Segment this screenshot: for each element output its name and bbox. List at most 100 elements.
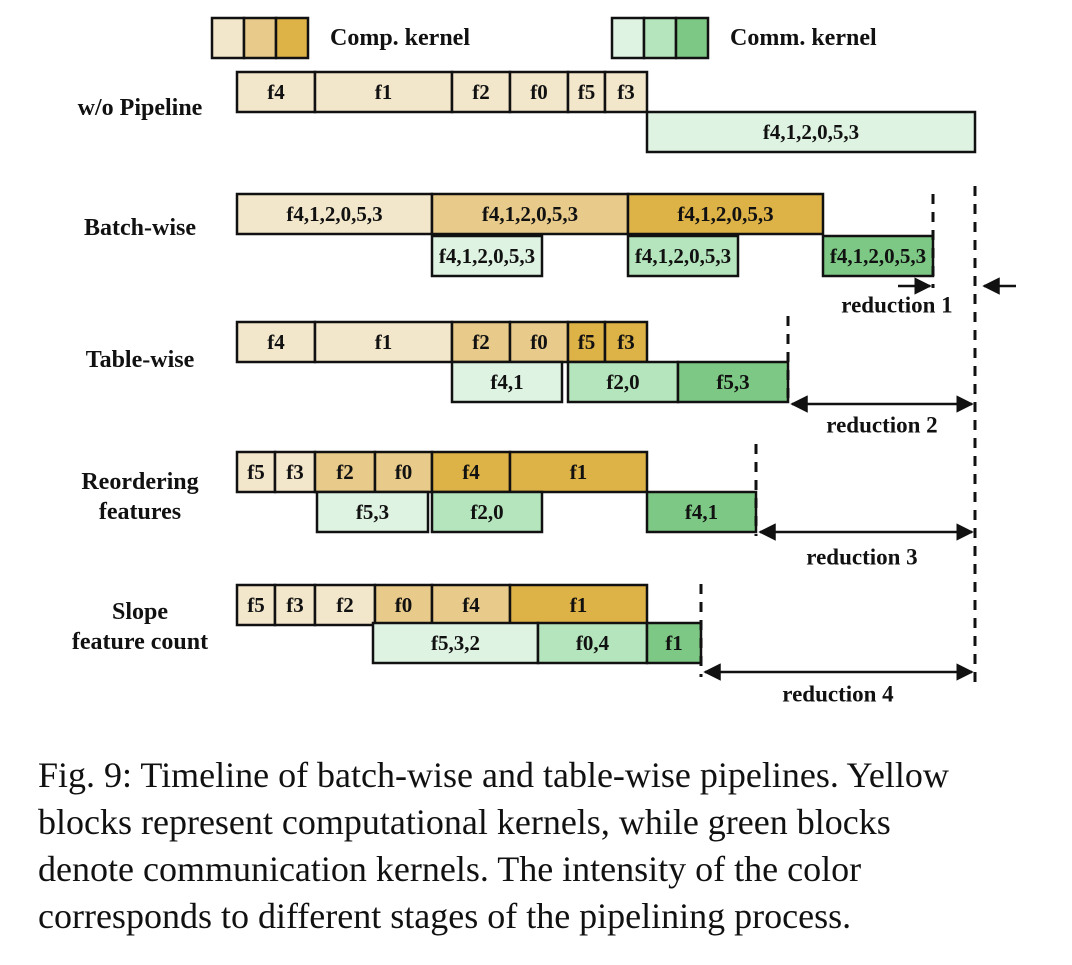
- comp-kernel-label: f3: [617, 330, 635, 354]
- comm-kernel-block: [430, 490, 544, 534]
- reduction-label: reduction 4: [782, 682, 894, 707]
- comp-kernel-label: f0: [395, 593, 413, 617]
- comp-kernel-block: [430, 192, 630, 236]
- reduction-label: reduction 1: [841, 293, 952, 318]
- comm-kernel-block: [645, 490, 758, 534]
- row-slope-feature-count: Slope feature count f5 f3 f2 f0 f4 f1 f5,3,2 f0,4…: [72, 583, 703, 665]
- comp-kernel-label: f2: [472, 330, 490, 354]
- comp-kernel-label: f0: [395, 460, 413, 484]
- comm-kernel-block: [371, 621, 540, 665]
- comm-kernel-label: f4,1: [685, 500, 718, 524]
- comm-kernel-label: f4,1,2,0,5,3: [635, 244, 731, 268]
- comp-kernel-block: [313, 583, 377, 627]
- comp-kernel-block: [450, 320, 512, 364]
- row-batch-wise: Batch-wise f4,1,2,0,5,3 f4,1,2,0,5,3 f4,1,2…: [84, 192, 935, 278]
- row-label: Slope: [112, 599, 168, 625]
- caption-line: corresponds to different stages of the p…: [38, 896, 852, 936]
- row-label: Table-wise: [86, 347, 195, 373]
- comm-kernel-block: [626, 234, 740, 278]
- comm-kernel-label: f5,3: [356, 500, 389, 524]
- comp-kernel-block: [430, 583, 512, 627]
- comm-kernel-label: f0,4: [576, 631, 610, 655]
- comm-kernel-block: [315, 490, 430, 534]
- comp-kernel-block: [626, 192, 825, 236]
- comp-kernel-label: f1: [570, 460, 588, 484]
- comp-kernel-label: f4: [462, 593, 480, 617]
- comm-legend-swatch: [642, 16, 678, 60]
- comp-kernel-label: f4,1,2,0,5,3: [286, 202, 382, 226]
- comm-kernel-block: [821, 234, 935, 278]
- row-label: Reordering: [81, 469, 198, 495]
- comp-kernel-label: f1: [570, 593, 588, 617]
- comm-kernel-label: f4,1,2,0,5,3: [439, 244, 535, 268]
- comp-kernel-label: f1: [375, 330, 393, 354]
- comp-legend-swatch: [242, 16, 278, 60]
- comp-kernel-label: f4: [267, 80, 285, 104]
- comp-kernel-label: f3: [286, 460, 304, 484]
- comp-kernel-label: f5: [247, 460, 265, 484]
- comp-kernel-label: f5: [578, 80, 596, 104]
- reduction-label: reduction 2: [826, 413, 937, 438]
- comp-kernel-label: f2: [336, 460, 354, 484]
- comp-kernel-block: [508, 320, 570, 364]
- comp-kernel-block: [450, 70, 512, 114]
- comp-kernel-block: [508, 450, 649, 494]
- comp-kernel-block: [235, 70, 317, 114]
- row-label: features: [99, 499, 181, 525]
- comp-kernel-label: f5: [578, 330, 596, 354]
- comp-kernel-block: [566, 70, 607, 114]
- comm-kernel-label: f4,1: [490, 370, 523, 394]
- caption-line: denote communication kernels. The intens…: [38, 849, 862, 889]
- comm-kernel-label: f5,3,2: [431, 631, 480, 655]
- reduction-markers: reduction 1 reduction 2 reduction 3 reducti…: [699, 186, 1016, 707]
- comp-kernel-label: f4: [462, 460, 480, 484]
- caption-line: blocks represent computational kernels, …: [38, 802, 891, 842]
- comm-kernel-block: [450, 360, 564, 404]
- comp-kernel-block: [235, 450, 277, 494]
- comp-kernel-label: f0: [530, 80, 548, 104]
- comm-kernel-label: f1: [665, 631, 683, 655]
- comp-kernel-label: f3: [617, 80, 635, 104]
- comp-kernel-label: f5: [247, 593, 265, 617]
- row-table-wise: Table-wise f4 f1 f2 f0 f5 f3 f4,1 f2,0 f5,3: [86, 320, 790, 404]
- comp-kernel-label: f4,1,2,0,5,3: [677, 202, 773, 226]
- comp-kernel-label: f3: [286, 593, 304, 617]
- comm-kernel-block: [676, 360, 790, 404]
- comm-kernel-block: [430, 234, 544, 278]
- comp-kernel-label: f2: [336, 593, 354, 617]
- comp-kernel-label: f1: [375, 80, 393, 104]
- comm-kernel-label: f2,0: [606, 370, 639, 394]
- comp-kernel-label: f4,1,2,0,5,3: [482, 202, 578, 226]
- comp-kernel-block: [603, 320, 649, 364]
- reduction-label: reduction 3: [806, 545, 917, 570]
- comp-kernel-label: f4: [267, 330, 285, 354]
- comp-kernel-block: [430, 450, 512, 494]
- comp-kernel-block: [235, 320, 317, 364]
- row-label: Batch-wise: [84, 215, 196, 241]
- comp-kernel-block: [603, 70, 649, 114]
- comp-legend-swatch: [274, 16, 310, 60]
- comp-kernel-label: f2: [472, 80, 490, 104]
- comm-kernel-label: f4,1,2,0,5,3: [763, 120, 859, 144]
- figure-caption: Fig. 9: Timeline of batch-wise and table…: [38, 752, 1042, 940]
- comp-kernel-block: [508, 583, 649, 627]
- comm-kernel-label: f5,3: [716, 370, 749, 394]
- comp-legend-swatch: [210, 16, 246, 60]
- caption-line: Fig. 9: Timeline of batch-wise and table…: [38, 755, 949, 795]
- comm-kernel-label: f4,1,2,0,5,3: [830, 244, 926, 268]
- comm-kernel-block: [645, 621, 703, 665]
- comp-kernel-block: [235, 192, 434, 236]
- comp-kernel-block: [313, 70, 454, 114]
- comm-legend-swatch: [610, 16, 646, 60]
- row-wo-pipeline: w/o Pipeline f4 f1 f2 f0 f5 f3 f4,1,2,0,5,3: [78, 70, 977, 154]
- comm-kernel-block: [566, 360, 680, 404]
- comm-kernel-block: [645, 110, 977, 154]
- comp-kernel-label: f0: [530, 330, 548, 354]
- comm-legend-swatch: [674, 16, 710, 60]
- row-label: w/o Pipeline: [78, 95, 203, 121]
- row-label: feature count: [72, 629, 208, 655]
- comm-legend-label: Comm. kernel: [730, 25, 877, 51]
